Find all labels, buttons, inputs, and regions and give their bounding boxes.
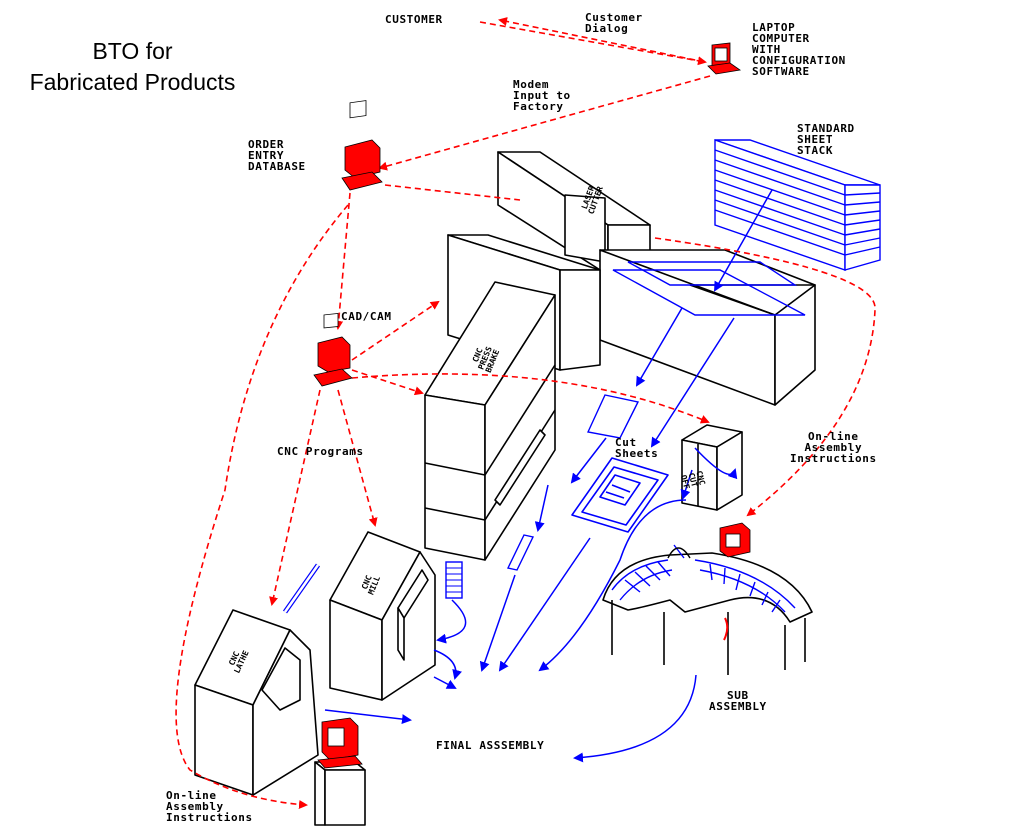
final-assembly-label: FINAL ASSSEMBLY — [436, 739, 545, 752]
sheet-stack — [714, 139, 881, 271]
title-line-1: BTO for — [92, 38, 173, 64]
customer-dialog-label: Customer Dialog — [585, 11, 643, 35]
mill-machine — [329, 531, 436, 701]
cad-cam-computer-icon — [313, 313, 353, 387]
cad-cam-label: CAD/CAM — [341, 310, 392, 323]
material-flow — [324, 189, 773, 763]
press-brake-machine — [424, 281, 556, 561]
diagram-title: BTO for Fabricated Products — [10, 36, 255, 98]
cnc-programs-label: CNC Programs — [277, 445, 364, 458]
bent-part — [506, 534, 535, 571]
kiosk-computer-icon — [317, 717, 363, 769]
online-assembly-right-label: On-line Assembly Instructions — [790, 430, 877, 465]
laser-bed — [599, 249, 816, 406]
cut-off-machine — [681, 424, 743, 511]
table-marker — [723, 617, 729, 641]
sub-assembly-computer-icon — [719, 522, 751, 558]
sheet-stack-label: STANDARD SHEET STACK — [797, 122, 855, 157]
lathe-machine — [194, 609, 319, 796]
laptop-computer-icon — [707, 42, 742, 75]
cut-sheet-part — [586, 394, 640, 439]
customer-label: CUSTOMER — [385, 13, 443, 26]
cut-sheet-fixture — [571, 457, 669, 533]
sub-assembly-bins — [611, 544, 796, 613]
title-line-2: Fabricated Products — [29, 69, 236, 95]
laptop-label: LAPTOP COMPUTER WITH CONFIGURATION SOFTW… — [752, 21, 846, 78]
cut-sheets-label: Cut Sheets — [615, 436, 659, 460]
assembly-kiosk — [314, 761, 366, 826]
order-entry-label: ORDER ENTRY DATABASE — [248, 138, 306, 173]
modem-input-label: Modem Input to Factory — [513, 78, 571, 113]
sheet-on-bed — [627, 261, 798, 286]
sub-assembly-label: SUB ASSEMBLY — [709, 689, 767, 713]
computers — [313, 42, 751, 769]
online-assembly-left-label: On-line Assembly Instructions — [166, 789, 253, 824]
sub-assembly-table — [602, 552, 813, 675]
information-flow — [175, 16, 876, 809]
order-entry-computer-icon — [341, 100, 383, 191]
